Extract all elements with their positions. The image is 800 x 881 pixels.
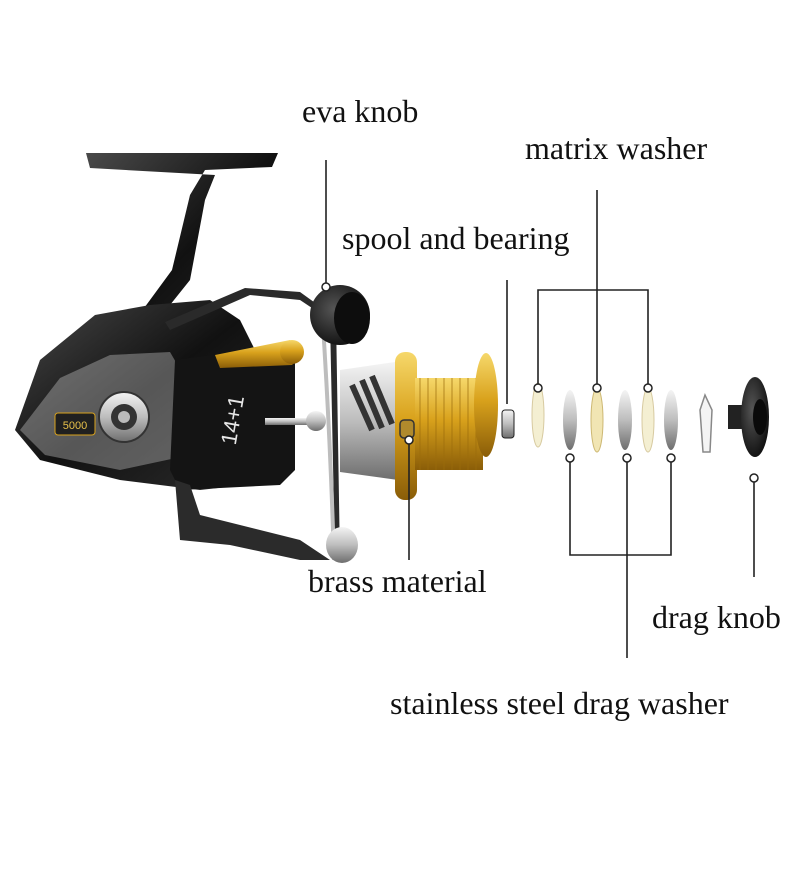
rotor-cup	[170, 345, 295, 490]
label-brass-material: brass material	[308, 563, 487, 599]
label-matrix-washer: matrix washer	[525, 130, 708, 166]
steel-washer-3	[664, 390, 678, 450]
side-bearing-center	[118, 411, 130, 423]
leader-matrix-bracket	[537, 289, 649, 387]
size-text: 5000	[63, 420, 87, 432]
bail-arm	[165, 288, 340, 560]
leader-dots	[321, 282, 759, 483]
matrix-washer-3	[641, 387, 655, 453]
main-shaft	[265, 418, 325, 425]
spool-grooves	[419, 378, 477, 470]
size-plate	[54, 412, 96, 436]
spring-clip	[699, 392, 713, 453]
leader-steel-bracket	[569, 458, 672, 556]
eva-knob-face	[334, 292, 370, 344]
small-bearing	[501, 409, 515, 439]
steel-washer-1	[563, 390, 577, 450]
spool-skirt-slots	[349, 374, 395, 432]
label-stainless-steel-drag-washer: stainless steel drag washer	[390, 685, 729, 721]
drag-knob-face	[753, 399, 767, 435]
leader-lines	[325, 160, 755, 658]
lower-arm	[175, 480, 330, 560]
label-drag-knob: drag knob	[652, 599, 781, 635]
bail-roller	[326, 527, 358, 563]
spool-lip	[474, 353, 498, 457]
label-spool-and-bearing: spool and bearing	[342, 220, 570, 256]
steel-washer-2	[618, 390, 632, 450]
matrix-washer-2	[590, 387, 604, 453]
roller-arm	[215, 340, 302, 368]
label-eva-knob: eva knob	[302, 93, 419, 129]
brass-button	[399, 419, 415, 439]
shaft-gear	[306, 411, 326, 431]
reel-foot	[86, 153, 278, 360]
roller-knob	[280, 340, 304, 364]
spool-line-body	[415, 378, 483, 470]
